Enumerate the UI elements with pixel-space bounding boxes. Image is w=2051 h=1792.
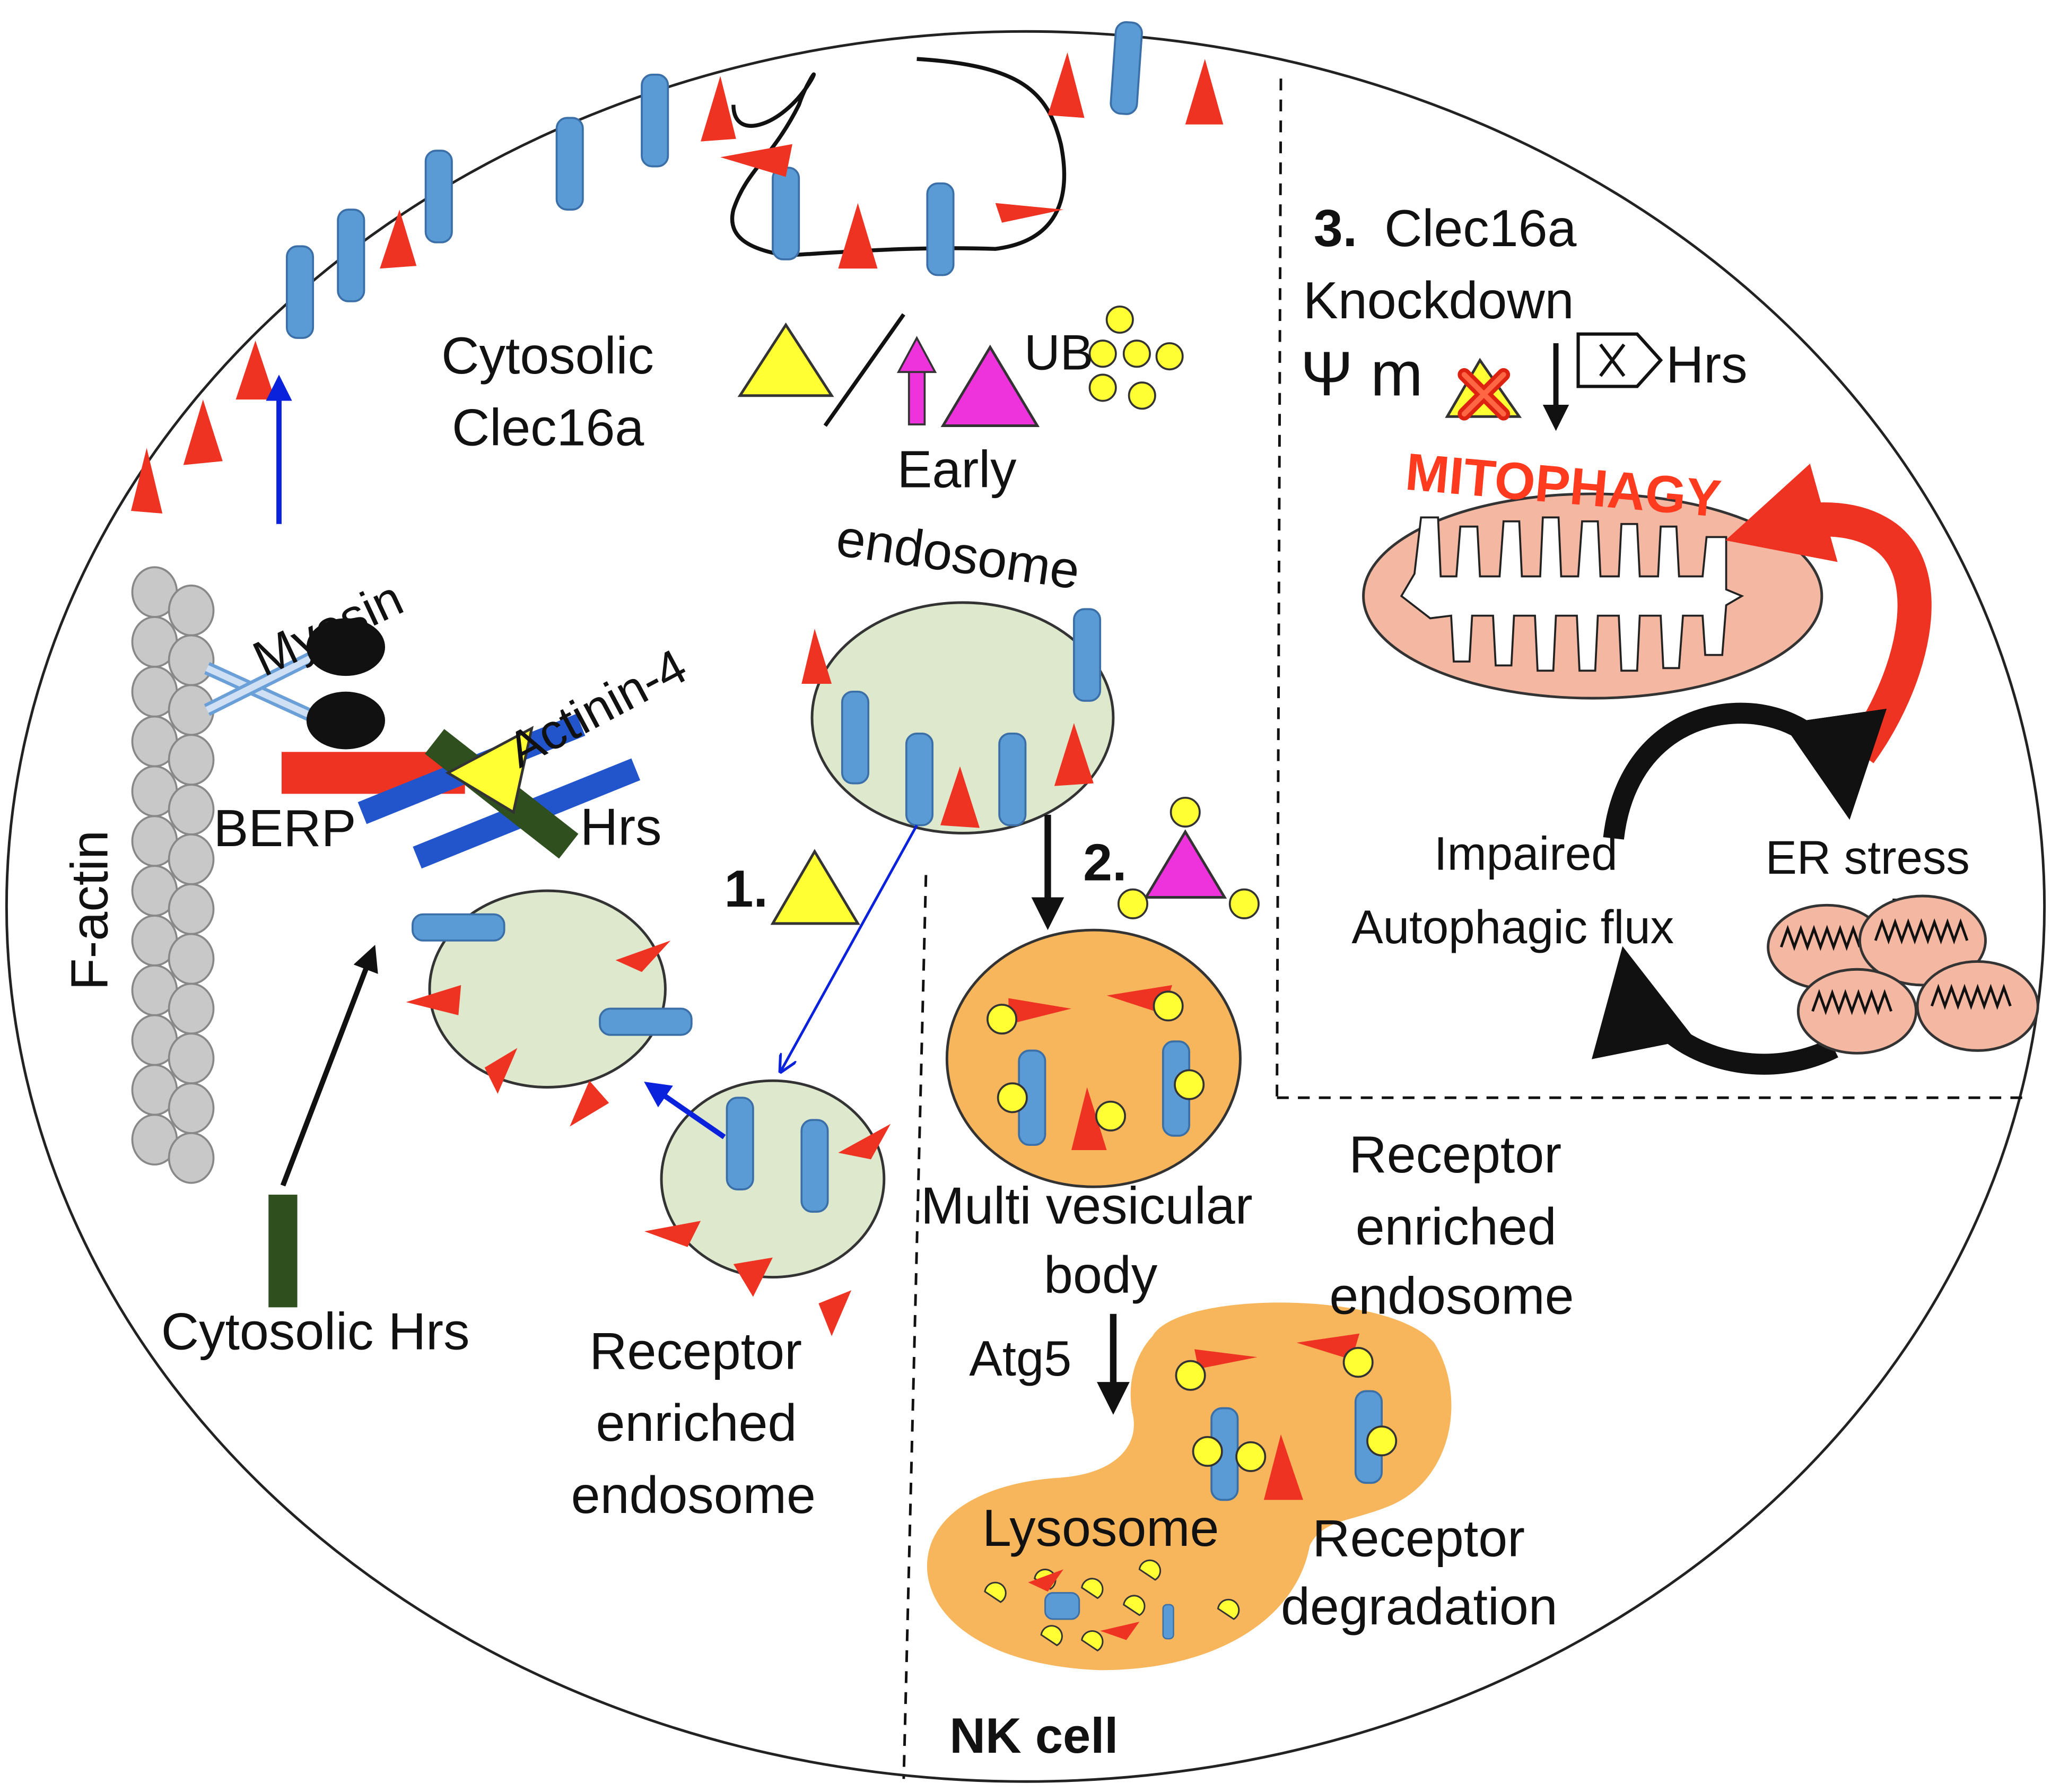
surface-receptors xyxy=(285,21,1143,339)
label-receptor-enriched-right-3: endosome xyxy=(1329,1267,1574,1325)
cytosolic-hrs-bar xyxy=(268,1195,298,1308)
label-step3-clec16a: Clec16a xyxy=(1384,199,1576,257)
label-hrs: Hrs xyxy=(580,798,662,856)
label-step1: 1. xyxy=(725,859,768,918)
stressed-mitochondria-cluster xyxy=(1767,894,2039,1055)
label-hrs-knockdown: Hrs xyxy=(1666,335,1748,394)
label-cytosolic-clec16a-1: Cytosolic xyxy=(441,326,654,385)
label-mvb-1: Multi vesicular xyxy=(921,1176,1253,1234)
label-f-actin: F-actin xyxy=(60,830,119,990)
divider-vertical-right xyxy=(1276,79,1282,1098)
er-to-mitophagy-arrow xyxy=(1725,463,1932,763)
label-receptor-enriched-right-1: Receptor xyxy=(1349,1125,1561,1184)
label-receptor-enriched-left-2: enriched xyxy=(596,1394,797,1452)
recycling-arrow xyxy=(644,1081,726,1139)
label-autophagic-flux: Autophagic flux xyxy=(1351,901,1674,953)
degraded-fragments xyxy=(984,1559,1240,1652)
label-step3-number: 3. xyxy=(1314,199,1357,257)
ubiquitin-dots xyxy=(1088,305,1184,410)
cycle-arrow-bottom xyxy=(1592,946,1838,1075)
ub-increase-arrow xyxy=(896,336,937,425)
psi-m-symbol xyxy=(1445,358,1522,421)
label-step2: 2. xyxy=(1083,833,1127,891)
mitochondrion-cristae xyxy=(1400,516,1744,672)
step1-clec16a xyxy=(770,849,860,925)
label-ub: UB xyxy=(1024,324,1093,380)
slash-divider xyxy=(823,313,905,427)
receptor-enriched-endosome-left xyxy=(660,1079,886,1279)
label-endosome: endosome xyxy=(833,508,1084,600)
myosin-head-bottom xyxy=(306,691,386,750)
label-step3-knockdown: Knockdown xyxy=(1303,271,1574,329)
ub-clec16a-symbol xyxy=(940,344,1040,427)
label-cytosolic-hrs: Cytosolic Hrs xyxy=(161,1302,470,1360)
myosin-head-top xyxy=(306,618,386,676)
label-receptor-degradation-2: degradation xyxy=(1281,1577,1558,1636)
label-berp: BERP xyxy=(214,799,356,857)
label-actinin-4: Actinin-4 xyxy=(498,638,695,778)
label-atg5: Atg5 xyxy=(969,1330,1071,1386)
cytosolic-hrs-arrow xyxy=(280,945,378,1187)
label-early: Early xyxy=(897,440,1017,499)
myosin-complex xyxy=(204,618,386,750)
clec16a-on-hrs xyxy=(445,726,534,814)
label-receptor-degradation-1: Receptor xyxy=(1312,1509,1525,1568)
nk-cell-membrane xyxy=(5,30,2046,1783)
label-psi-m: Ψ m xyxy=(1301,340,1423,410)
label-receptor-enriched-right-2: enriched xyxy=(1356,1197,1557,1256)
autolysosome xyxy=(927,1302,1452,1671)
early-endosome xyxy=(810,601,1115,834)
label-er-stress: ER stress xyxy=(1766,831,1970,884)
step2-ub-clec16a xyxy=(1117,796,1260,919)
f-actin-filament xyxy=(131,566,215,1184)
hrs-knockdown-icon xyxy=(1576,332,1663,388)
label-cytosolic-clec16a-2: Clec16a xyxy=(452,398,644,457)
surface-ligands xyxy=(130,52,1224,514)
divider-vertical-middle xyxy=(902,875,928,1779)
step1-arrow xyxy=(781,824,918,1072)
label-receptor-enriched-left-3: endosome xyxy=(571,1466,816,1524)
label-receptor-enriched-left-1: Receptor xyxy=(589,1321,802,1380)
clec16a-symbol xyxy=(737,322,834,397)
cycle-arrow-top xyxy=(1603,702,1887,840)
label-lysosome: Lysosome xyxy=(982,1499,1219,1557)
label-nk-cell: NK cell xyxy=(949,1708,1118,1763)
label-impaired: Impaired xyxy=(1434,828,1618,880)
label-mvb-2: body xyxy=(1044,1246,1158,1304)
